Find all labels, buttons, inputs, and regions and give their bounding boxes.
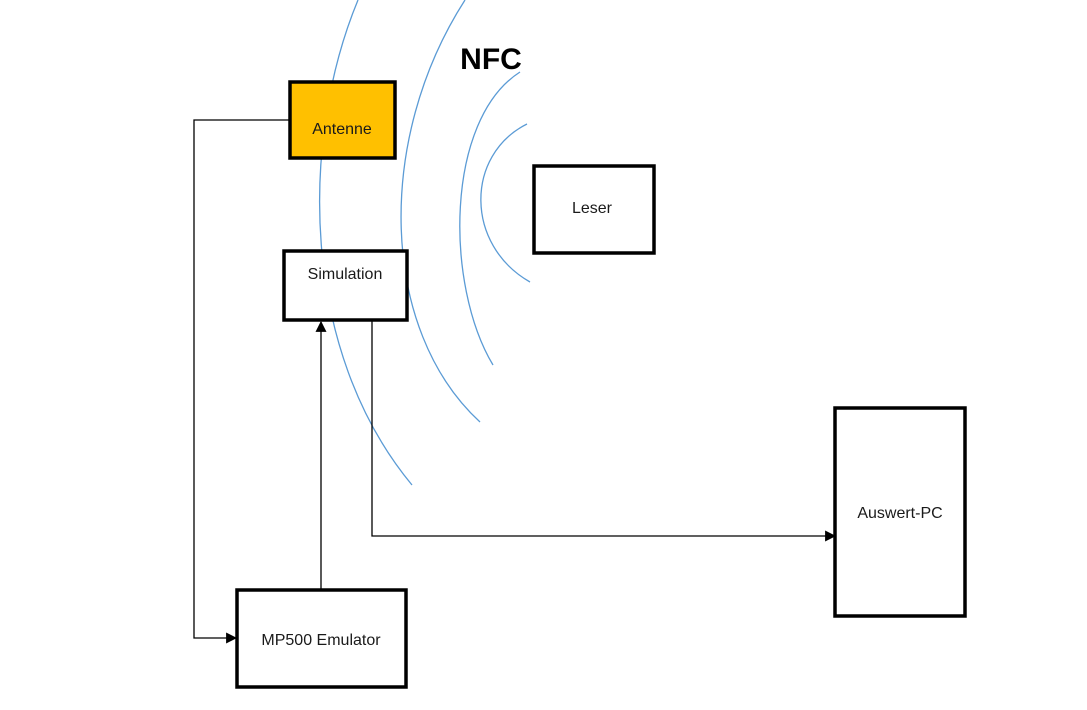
edge-simulation-to-auswert-pc: [371, 321, 837, 542]
edge-antenne-to-emulator: [193, 119, 290, 644]
leser-label: Leser: [572, 200, 613, 217]
node-leser: Leser: [532, 164, 656, 255]
node-auswert-pc: Auswert-PC: [833, 406, 967, 618]
node-emulator: MP500 Emulator: [235, 588, 408, 689]
auswert-pc-box: [833, 406, 967, 618]
leser-box: [532, 164, 656, 255]
nfc-wave-middle: [400, 0, 481, 423]
antenne-box: [288, 80, 397, 160]
nfc-wave-outer: [318, 0, 413, 486]
antenne-label: Antenne: [312, 121, 372, 138]
emulator-box: [235, 588, 408, 689]
emulator-label: MP500 Emulator: [261, 632, 381, 649]
nfc-wave-innermost: [480, 123, 531, 283]
node-antenne: Antenne: [288, 80, 397, 160]
simulation-label: Simulation: [308, 266, 383, 283]
diagram-title: NFC: [460, 43, 522, 76]
auswert-pc-label: Auswert-PC: [857, 505, 942, 522]
simulation-box: [282, 249, 409, 322]
connectors: [193, 119, 837, 644]
nfc-wave-inner: [459, 71, 521, 366]
node-simulation: Simulation: [282, 249, 409, 322]
